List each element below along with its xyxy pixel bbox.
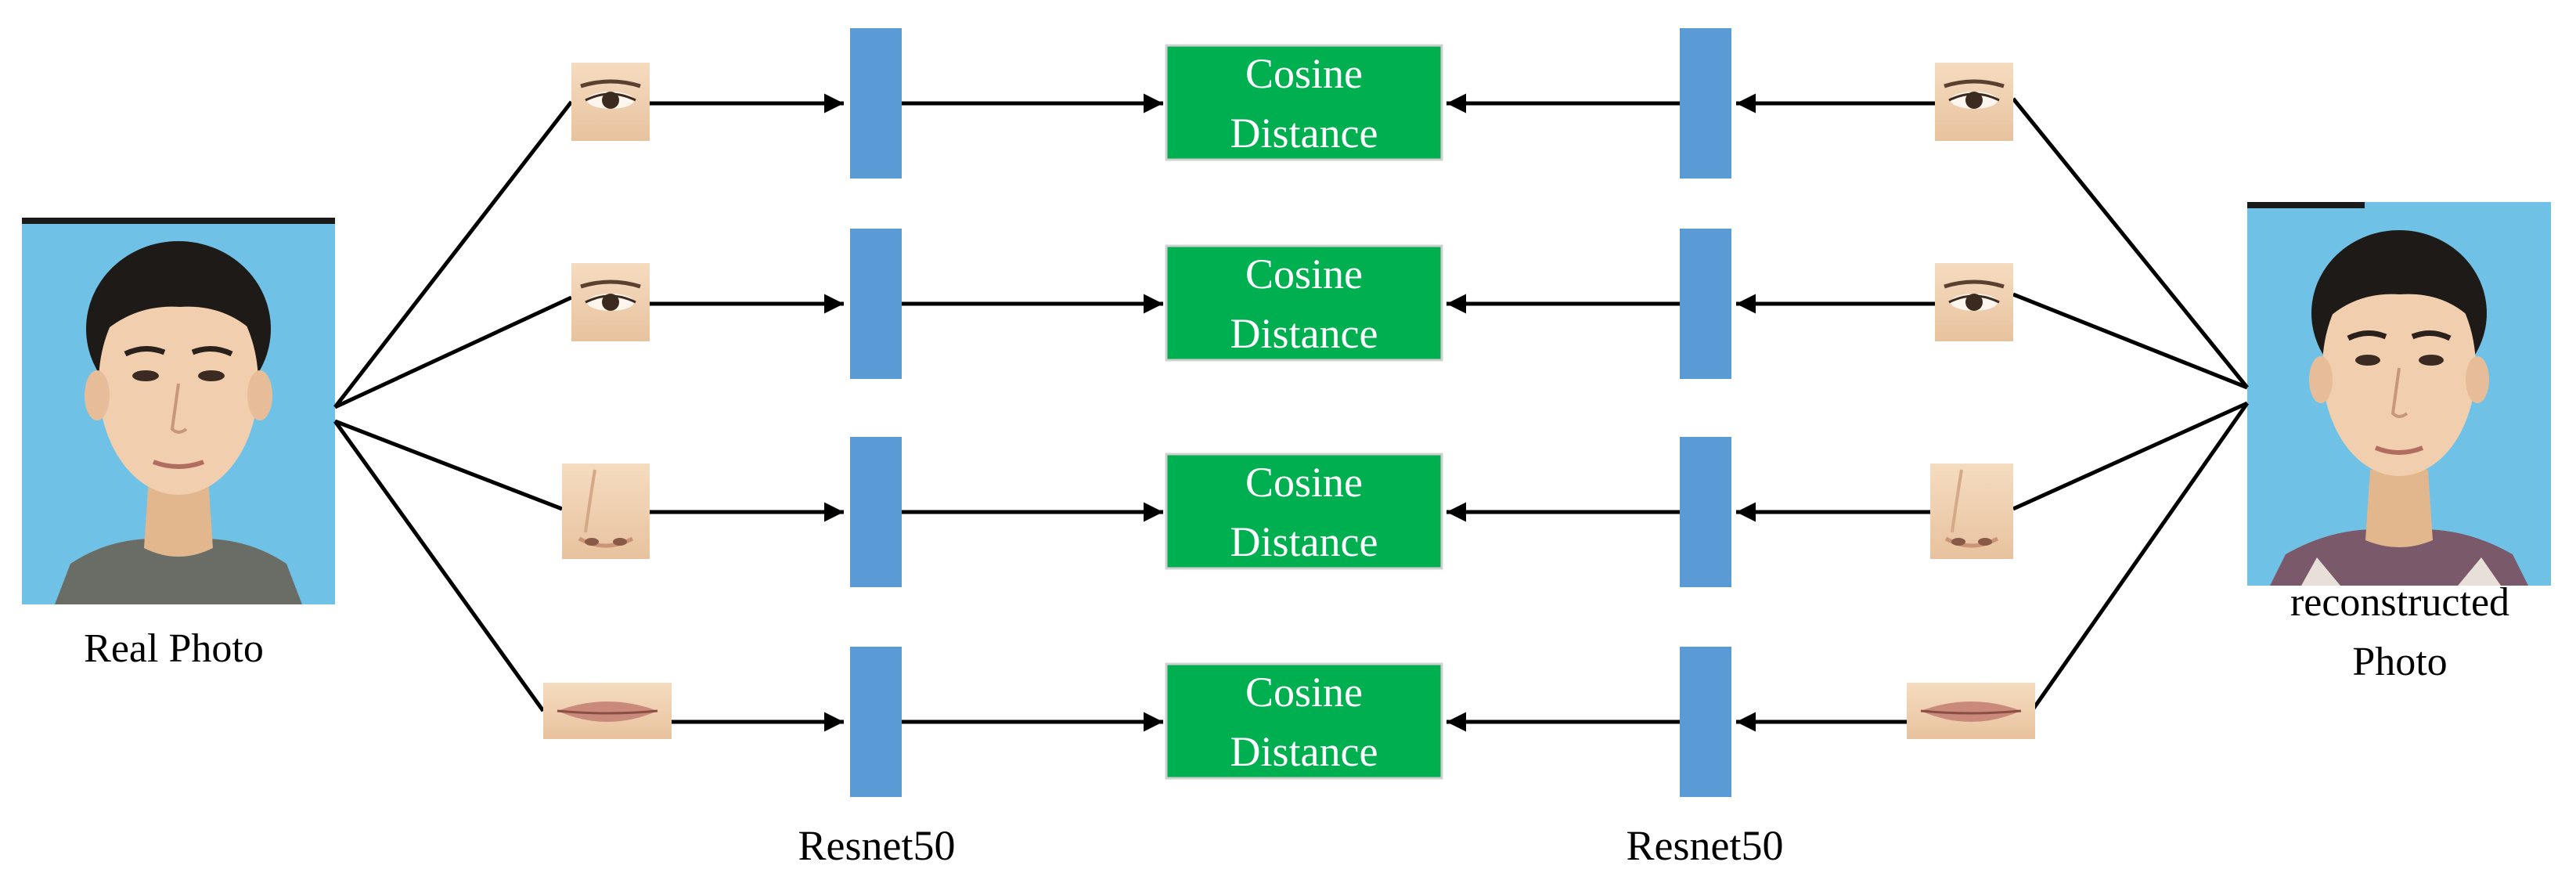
real-photo xyxy=(22,218,335,604)
cosine-distance-label-line2: Distance xyxy=(1230,728,1378,775)
resnet-right-encoder xyxy=(1680,28,1731,179)
right-nose-patch xyxy=(1930,463,2013,559)
resnet-left-encoder xyxy=(850,647,902,797)
row-2: Cosine Distance xyxy=(571,229,2013,379)
cosine-distance-box: Cosine Distance xyxy=(1165,662,1443,780)
resnet-left-encoder xyxy=(850,28,902,179)
cosine-distance-label-line1: Cosine xyxy=(1245,459,1363,506)
resnet-right-encoder xyxy=(1680,229,1731,379)
resnet-right-encoder xyxy=(1680,647,1731,797)
left-mouth-patch xyxy=(543,683,672,739)
cosine-distance-box: Cosine Distance xyxy=(1165,44,1443,161)
resnet-left-encoder xyxy=(850,229,902,379)
resnet-right-label: Resnet50 xyxy=(1627,822,1784,869)
cosine-distance-box: Cosine Distance xyxy=(1165,453,1443,570)
resnet-left-label: Resnet50 xyxy=(798,822,956,869)
fan-lines-right xyxy=(2012,97,2250,710)
real-photo-caption: Real Photo xyxy=(84,626,264,671)
left-nose-patch xyxy=(562,463,650,559)
right-eye-patch xyxy=(1935,263,2013,341)
left-eye-patch xyxy=(571,263,650,341)
cosine-distance-label-line1: Cosine xyxy=(1245,50,1363,97)
reconstructed-photo xyxy=(2247,202,2551,586)
resnet-right-encoder xyxy=(1680,437,1731,587)
resnet-left-encoder xyxy=(850,437,902,587)
fan-lines-left xyxy=(333,100,573,712)
row-1: Cosine Distance xyxy=(571,28,2013,179)
reconstructed-photo-caption-line2: Photo xyxy=(2352,640,2447,684)
cosine-distance-label-line2: Distance xyxy=(1230,518,1378,565)
cosine-distance-box: Cosine Distance xyxy=(1165,244,1443,362)
right-mouth-patch xyxy=(1907,683,2035,739)
cosine-distance-label-line2: Distance xyxy=(1230,310,1378,357)
cosine-distance-label-line2: Distance xyxy=(1230,110,1378,157)
cosine-distance-label-line1: Cosine xyxy=(1245,669,1363,716)
cosine-distance-label-line1: Cosine xyxy=(1245,251,1363,298)
right-eye-patch xyxy=(1935,63,2013,141)
row-4: Cosine Distance xyxy=(543,647,2035,797)
left-eye-patch xyxy=(571,63,650,141)
reconstructed-photo-caption-line1: reconstructed xyxy=(2290,580,2509,625)
row-3: Cosine Distance xyxy=(562,437,2013,587)
